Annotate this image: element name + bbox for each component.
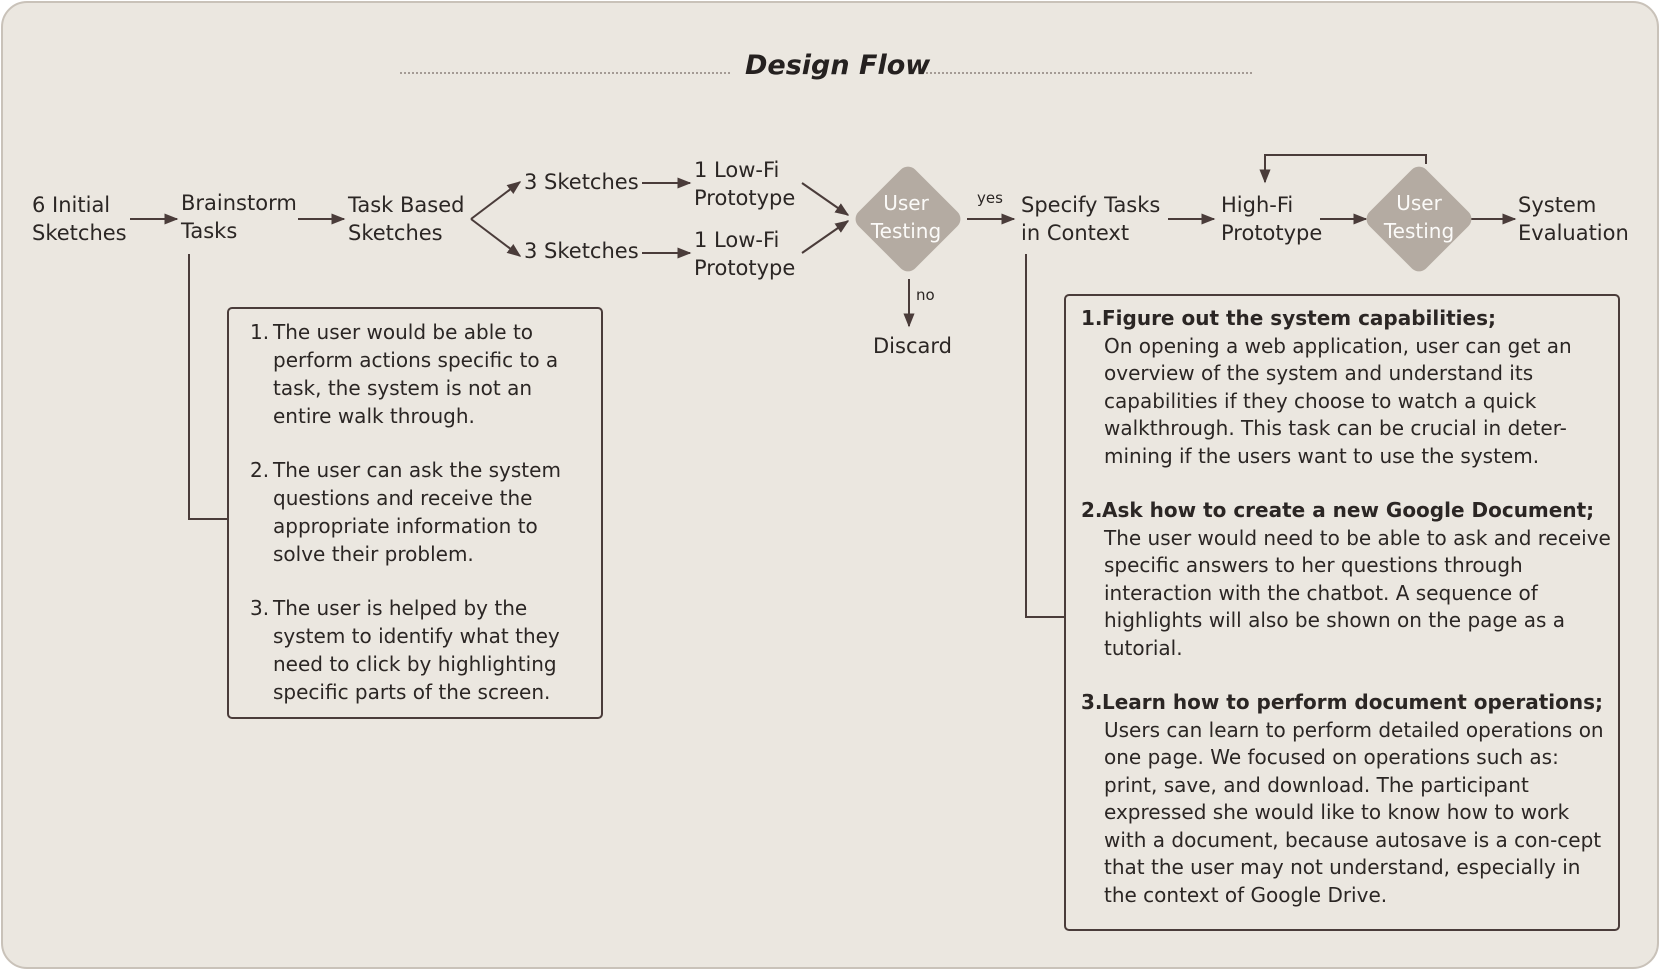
brainstorm-note-item: 2. The user can ask the system questions…: [229, 456, 593, 568]
edge-taskbased-to-sketches-a: [470, 181, 522, 220]
node-initial-sketches-line2: Sketches: [32, 221, 127, 245]
brainstorm-note-item: 1. The user would be able to perform act…: [229, 318, 593, 430]
task-detail-item: 1. Figure out the system capabilities; O…: [1066, 305, 1612, 470]
note-number: 1.: [250, 320, 270, 344]
decision-user-testing-2: User Testing: [1359, 189, 1479, 245]
node-hifi-prototype: High-Fi Prototype: [1221, 191, 1322, 247]
node-lowfi-b: 1 Low-Fi Prototype: [694, 226, 795, 282]
task-description: The user would need to be able to ask an…: [1104, 525, 1611, 660]
task-number: 3.: [1081, 690, 1103, 714]
node-brainstorm-line1: Brainstorm: [181, 191, 297, 215]
task-heading: Learn how to perform document operations…: [1102, 690, 1603, 714]
node-brainstorm-line2: Tasks: [181, 219, 238, 243]
node-task-based-sketches: Task Based Sketches: [348, 191, 464, 247]
edge-lowfi-a-to-testing: [801, 182, 850, 216]
decision-2-line1: User: [1396, 191, 1442, 215]
node-sketches-a: 3 Sketches: [524, 170, 639, 194]
node-specify-line1: Specify Tasks: [1021, 193, 1161, 217]
task-number: 2.: [1081, 498, 1103, 522]
node-lowfi-a-line1: 1 Low-Fi: [694, 158, 780, 182]
diagram-title: Design Flow: [745, 50, 931, 81]
node-brainstorm-tasks: Brainstorm Tasks: [181, 189, 297, 245]
task-description: On opening a web application, user can g…: [1104, 333, 1572, 468]
edge-taskbased-to-sketches-b: [470, 218, 522, 257]
task-detail-item: 3. Learn how to perform document operati…: [1066, 689, 1612, 909]
node-lowfi-a: 1 Low-Fi Prototype: [694, 156, 795, 212]
node-task-based-line2: Sketches: [348, 221, 443, 245]
node-discard: Discard: [873, 334, 952, 358]
node-initial-sketches: 6 Initial Sketches: [32, 191, 127, 247]
node-lowfi-a-line2: Prototype: [694, 186, 796, 210]
decision-1-line1: User: [883, 191, 929, 215]
note-text: The user can ask the system questions an…: [273, 458, 561, 566]
edge-label-yes: yes: [977, 189, 1003, 207]
brainstorm-note-item: 3. The user is helped by the system to i…: [229, 594, 593, 706]
brainstorm-bracket: [188, 254, 233, 520]
brainstorm-notes-box: 1. The user would be able to perform act…: [227, 307, 603, 719]
node-initial-sketches-line1: 6 Initial: [32, 193, 111, 217]
decision-1-line2: Testing: [870, 219, 942, 243]
note-text: The user would be able to perform action…: [273, 320, 559, 428]
node-task-based-line1: Task Based: [348, 193, 465, 217]
specify-bracket: [1025, 254, 1073, 618]
task-heading: Figure out the system capabilities;: [1102, 306, 1496, 330]
note-text: The user is helped by the system to iden…: [273, 596, 560, 704]
edge-feedback-loop: [1259, 154, 1427, 184]
edge-label-no: no: [916, 286, 935, 304]
node-system-evaluation: System Evaluation: [1518, 191, 1629, 247]
node-lowfi-b-line2: Prototype: [694, 256, 796, 280]
note-number: 3.: [250, 596, 270, 620]
task-description: Users can learn to perform detailed oper…: [1104, 717, 1604, 907]
task-details-list: 1. Figure out the system capabilities; O…: [1066, 305, 1612, 909]
node-hifi-line1: High-Fi: [1221, 193, 1294, 217]
decision-2-line2: Testing: [1383, 219, 1455, 243]
task-heading: Ask how to create a new Google Document;: [1102, 498, 1595, 522]
node-evaluation-line2: Evaluation: [1518, 221, 1629, 245]
task-details-box: 1. Figure out the system capabilities; O…: [1064, 294, 1620, 931]
node-lowfi-b-line1: 1 Low-Fi: [694, 228, 780, 252]
brainstorm-notes-list: 1. The user would be able to perform act…: [229, 318, 593, 706]
task-detail-item: 2. Ask how to create a new Google Docume…: [1066, 497, 1612, 662]
node-sketches-b: 3 Sketches: [524, 239, 639, 263]
decision-user-testing-1: User Testing: [846, 189, 966, 245]
node-specify-line2: in Context: [1021, 221, 1130, 245]
note-number: 2.: [250, 458, 270, 482]
edge-lowfi-b-to-testing: [801, 220, 850, 254]
node-specify-tasks: Specify Tasks in Context: [1021, 191, 1160, 247]
task-number: 1.: [1081, 306, 1103, 330]
node-hifi-line2: Prototype: [1221, 221, 1323, 245]
node-evaluation-line1: System: [1518, 193, 1597, 217]
